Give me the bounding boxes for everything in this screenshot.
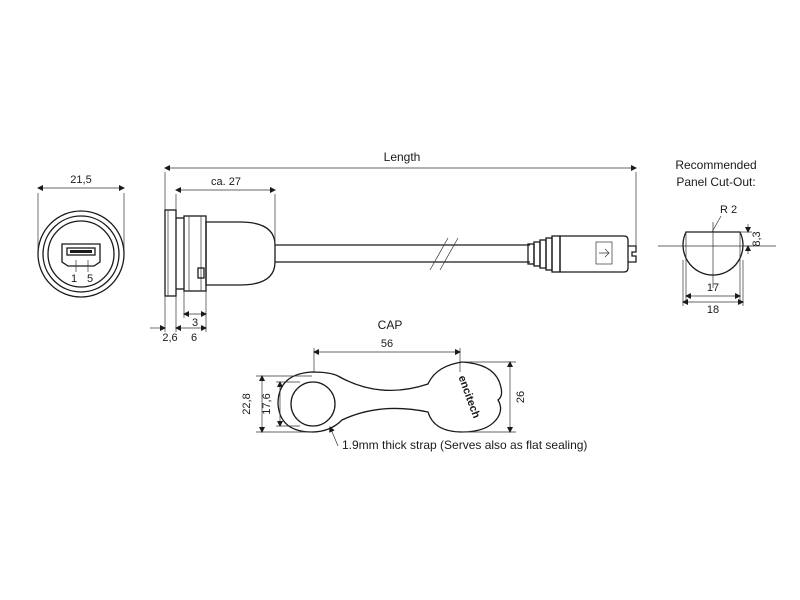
brand-label: encitech bbox=[456, 374, 483, 420]
dim-8-3: 8,3 bbox=[751, 231, 763, 246]
side-view: Length ca. 27 3 2,6 6 bbox=[150, 150, 637, 344]
dim-18: 18 bbox=[707, 304, 719, 316]
dim-3: 3 bbox=[192, 317, 198, 329]
recommended-line2: Panel Cut-Out: bbox=[676, 175, 755, 189]
cap-view: CAP 56 encitech 22,8 17,6 26 1.9mm thick… bbox=[241, 318, 587, 452]
dim-17: 17 bbox=[707, 282, 719, 294]
recommended-line1: Recommended bbox=[675, 158, 756, 172]
strap-note: 1.9mm thick strap (Serves also as flat s… bbox=[342, 438, 587, 452]
usb-socket-outline bbox=[61, 243, 101, 267]
dim-6: 6 bbox=[191, 332, 197, 344]
front-view: 21,5 1 5 bbox=[37, 174, 125, 298]
panel-cutout: Recommended Panel Cut-Out: R 2 8,3 17 18 bbox=[658, 158, 776, 316]
dim-22-8: 22,8 bbox=[241, 393, 253, 414]
dim-2-6: 2,6 bbox=[162, 332, 177, 344]
dim-ca-27: ca. 27 bbox=[211, 176, 241, 188]
cap-title: CAP bbox=[378, 318, 403, 332]
dim-26: 26 bbox=[515, 391, 527, 403]
pin-5-label: 5 bbox=[87, 273, 93, 285]
length-label: Length bbox=[384, 150, 421, 164]
pin-1-label: 1 bbox=[71, 273, 77, 285]
dim-21-5: 21,5 bbox=[70, 174, 91, 186]
dim-17-6: 17,6 bbox=[261, 393, 273, 414]
radius-label: R 2 bbox=[720, 204, 737, 216]
dim-56: 56 bbox=[381, 338, 393, 350]
